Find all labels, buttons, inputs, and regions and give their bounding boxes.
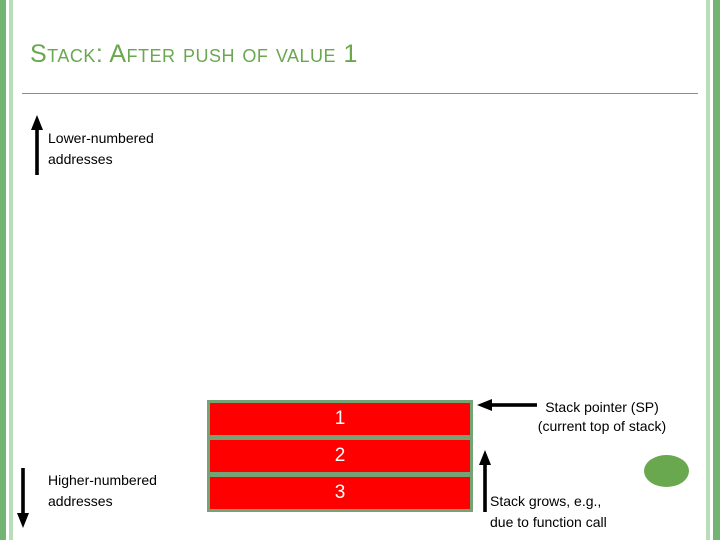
arrow-up-icon [478,450,492,512]
left-decorative-bar-inner [9,0,13,540]
slide-title: Stack: After push of value 1 [30,40,358,68]
stack-growth-label: Stack grows, e.g., due to function call [490,491,710,533]
left-decorative-bar-outer [0,0,6,540]
arrow-down-icon [16,468,30,528]
stack-diagram: 1 2 3 [207,400,473,512]
green-circle-decoration [644,455,689,487]
title-divider [22,93,698,94]
stack-pointer-label-line1: Stack pointer (SP) [545,399,659,415]
stack-pointer-label: Stack pointer (SP) (current top of stack… [487,398,717,436]
stack-cell: 1 [210,403,470,435]
stack-growth-label-line1: Stack grows, e.g., [490,493,602,509]
stack-cell: 3 [210,477,470,509]
arrow-left-icon [477,398,537,412]
stack-cell: 2 [210,440,470,472]
lower-addresses-label: Lower-numbered addresses [48,130,154,167]
right-decorative-bar-outer [713,0,720,540]
stack-pointer-label-line2: (current top of stack) [537,418,667,434]
stack-growth-label-line2: due to function call [490,514,607,530]
arrow-up-icon [30,115,44,175]
higher-addresses-label: Higher-numbered addresses [48,472,157,509]
right-decorative-bar-inner [706,0,710,540]
